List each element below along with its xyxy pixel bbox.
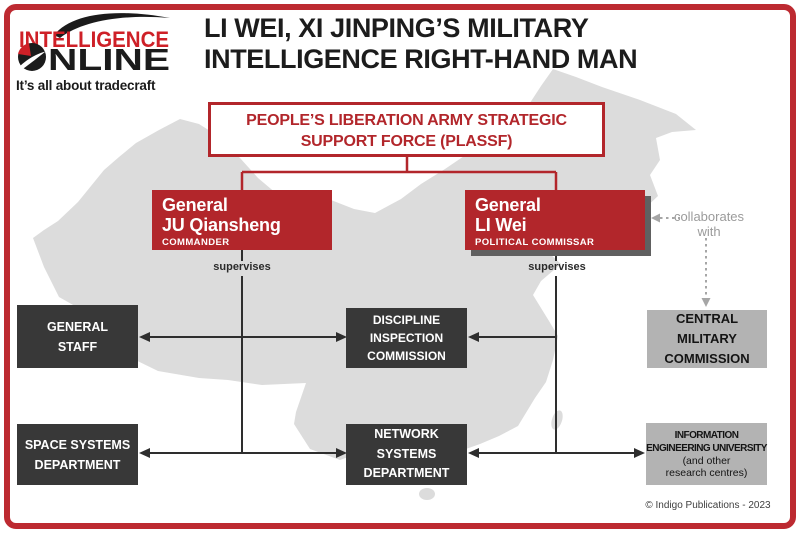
copyright-text: © Indigo Publications - 2023: [645, 500, 771, 511]
brand-tagline: It’s all about tradecraft: [16, 78, 156, 93]
page-title-line1: LI WEI, XI JINPING’S MILITARY: [204, 13, 589, 43]
china-map-silhouette: [33, 69, 696, 472]
logo-word-intelligence: INTELLIGENCE: [19, 27, 169, 52]
plassf-line1: PEOPLE’S LIBERATION ARMY STRATEGIC: [246, 112, 567, 129]
page-title-line2: INTELLIGENCE RIGHT-HAND MAN: [204, 43, 638, 74]
commissar-name: LI Wei: [475, 215, 527, 236]
arrowhead-right-icon: [336, 332, 347, 342]
commander-box: General JU Qiansheng COMMANDER: [152, 190, 332, 250]
root-connector-line: [240, 157, 558, 190]
commissar-rank: General: [475, 195, 541, 215]
dotted-arrowhead-left-icon: [651, 213, 660, 223]
hainan-island: [419, 488, 435, 500]
supervises-label-right: supervises: [528, 261, 586, 273]
ieu-note-line2: research centres): [665, 467, 748, 479]
arrowhead-left-icon: [139, 448, 150, 458]
intelligence-online-logo: INTELLIGENCE NLINE It’s all about tradec…: [16, 8, 194, 93]
discipline-inspection-box: DISCIPLINE INSPECTION COMMISSION: [346, 308, 467, 368]
arrowhead-left-icon: [139, 332, 150, 342]
arrowhead-right-icon: [336, 448, 347, 458]
page-title: LI WEI, XI JINPING’S MILITARY INTELLIGEN…: [204, 13, 784, 75]
supervises-label-left: supervises: [213, 261, 271, 273]
arrowhead-left-icon: [468, 332, 479, 342]
space-systems-box: SPACE SYSTEMS DEPARTMENT: [17, 424, 138, 485]
logo-o-glyph: [18, 43, 46, 71]
ieu-line2: ENGINEERING UNIVERSITY: [646, 442, 767, 454]
general-staff-box: GENERAL STAFF: [17, 305, 138, 368]
cmc-label: CENTRAL MILITARY COMMISSION: [664, 310, 750, 367]
logo-swoosh-arc: [54, 13, 170, 38]
collaborates-with-label: collaborates with: [673, 209, 745, 239]
commander-name: JU Qiansheng: [162, 215, 281, 236]
plassf-root-box: PEOPLE’S LIBERATION ARMY STRATEGIC SUPPO…: [208, 102, 605, 157]
arrowhead-left-icon: [468, 448, 479, 458]
network-systems-box: NETWORK SYSTEMS DEPARTMENT: [346, 424, 467, 485]
ieu-line1: INFORMATION: [674, 429, 739, 441]
commissar-role: POLITICAL COMMISSAR: [475, 237, 595, 249]
information-engineering-university-box: INFORMATION ENGINEERING UNIVERSITY (and …: [646, 423, 767, 485]
ieu-note-line1: (and other: [682, 454, 731, 467]
logo-mark: INTELLIGENCE NLINE: [18, 13, 170, 77]
dotted-arrowhead-down-icon: [701, 298, 711, 307]
logo-word-nline: NLINE: [48, 42, 170, 72]
commander-role: COMMANDER: [162, 237, 230, 249]
plassf-line2: SUPPORT FORCE (PLASSF): [300, 132, 513, 150]
commander-rank: General: [162, 195, 228, 215]
central-military-commission-box: CENTRAL MILITARY COMMISSION: [647, 310, 767, 368]
commissar-box: General LI Wei POLITICAL COMMISSAR: [465, 190, 645, 250]
arrowhead-right-icon: [634, 448, 645, 458]
